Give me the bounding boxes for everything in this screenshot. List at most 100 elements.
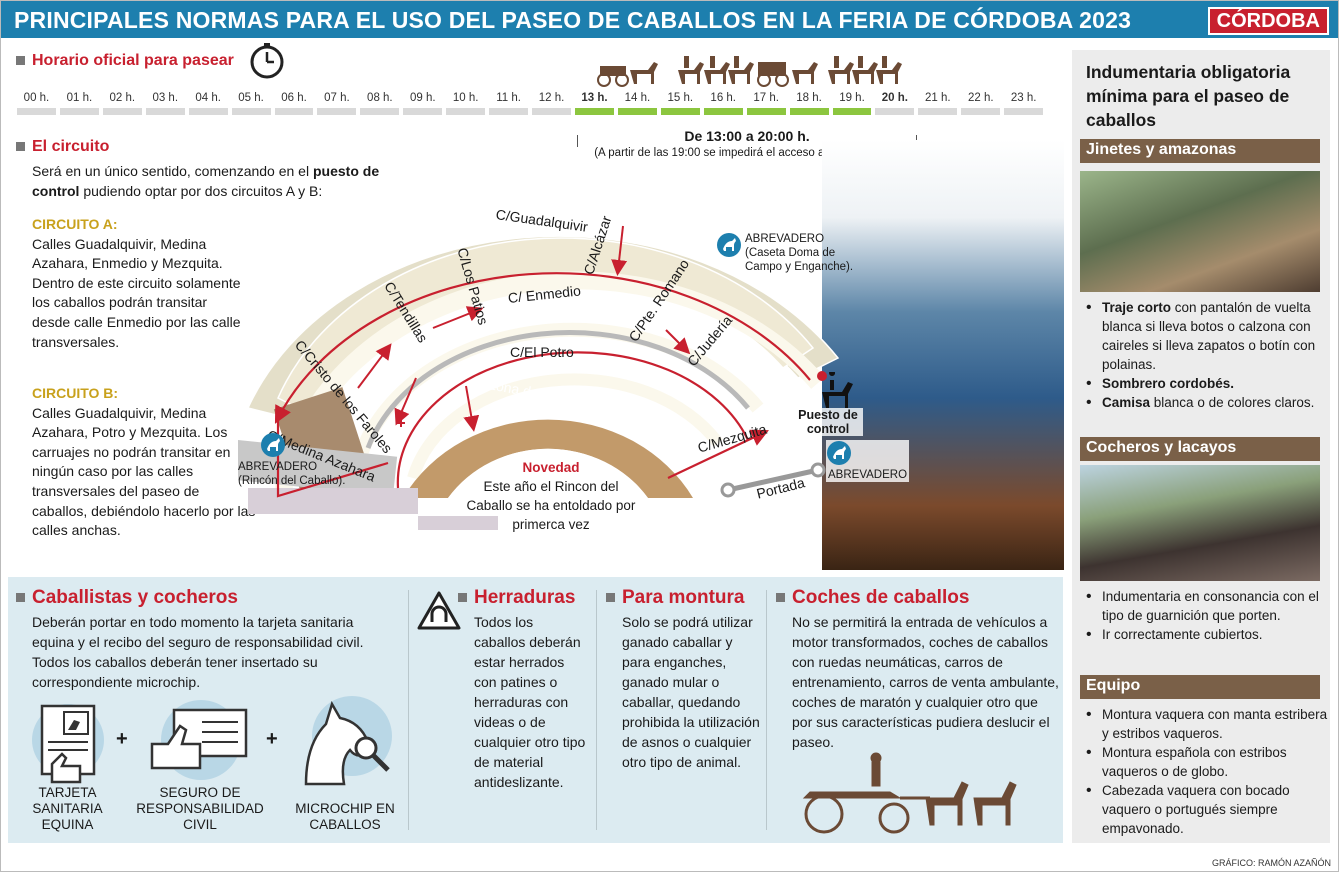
hour-label: 03 h. xyxy=(152,92,179,104)
hour-label: 17 h. xyxy=(753,92,779,104)
caballistas-title: Caballistas y cocheros xyxy=(16,587,238,609)
hour-bar xyxy=(961,108,1001,115)
hour-label: 05 h. xyxy=(238,92,264,104)
hour-slot: 19 h. xyxy=(831,92,874,115)
hour-slot: 22 h. xyxy=(959,92,1002,115)
hour-bar xyxy=(231,108,271,115)
hour-slot: 20 h. xyxy=(873,92,916,115)
hour-slot: 07 h. xyxy=(315,92,358,115)
hour-bar xyxy=(360,108,400,115)
equipo-item: Cabezada vaquera con bocado vaquero o po… xyxy=(1084,781,1328,838)
equipo-item: Montura vaquera con manta estribera y es… xyxy=(1084,705,1328,743)
circuit-b: CIRCUITO B: Calles Guadalquivir, Medina … xyxy=(32,384,257,541)
jinetes-photo xyxy=(1080,171,1320,292)
hour-label: 16 h. xyxy=(710,92,736,104)
jinetes-item-bold: Traje corto xyxy=(1102,300,1172,315)
jinetes-item: Sombrero cordobés. xyxy=(1084,374,1328,393)
jinetes-band: Jinetes y amazonas xyxy=(1080,139,1320,163)
hour-bar xyxy=(1004,108,1044,115)
hour-slot: 08 h. xyxy=(358,92,401,115)
circuit-b-text: Calles Guadalquivir, Medina Azahara, Pot… xyxy=(32,404,256,539)
novedad-block: Novedad Este año el Rincon del Caballo s… xyxy=(462,458,640,534)
abrevadero-portada-title: ABREVADERO xyxy=(828,469,908,481)
puesto-control-label: Puesto de control xyxy=(793,408,863,436)
divider xyxy=(596,590,597,830)
hour-bar xyxy=(317,108,357,115)
hour-slot: 11 h. xyxy=(487,92,530,115)
graphic-credit: GRÁFICO: RAMÓN AZAÑÓN xyxy=(1211,858,1331,868)
circuit-intro-1: Será en un único sentido, comenzando en … xyxy=(32,163,313,179)
abrevadero-rincon: ABREVADERO (Rincón del Caballo). xyxy=(238,432,345,488)
hour-label: 13 h. xyxy=(581,92,608,104)
divider xyxy=(766,590,767,830)
icon-label-insurance: SEGURO DE RESPONSABILIDAD CIVIL xyxy=(136,785,264,832)
hour-label: 08 h. xyxy=(367,92,393,104)
novedad-title: Novedad xyxy=(522,460,580,475)
hour-bar xyxy=(403,108,443,115)
circuit-intro: Será en un único sentido, comenzando en … xyxy=(32,162,392,201)
montura-title-text: Para montura xyxy=(622,587,745,608)
hour-label: 04 h. xyxy=(195,92,221,104)
hour-bar xyxy=(703,108,743,115)
circuit-map xyxy=(238,225,840,530)
hour-slot: 00 h. xyxy=(15,92,58,115)
jinetes-list: Traje corto con pantalón de vuelta blanc… xyxy=(1084,298,1328,412)
jinetes-item: Camisa blanca o de colores claros. xyxy=(1084,393,1328,412)
hour-label: 22 h. xyxy=(967,92,994,104)
hour-label: 12 h. xyxy=(538,92,565,104)
street-label: C/El Potro xyxy=(510,344,574,360)
herraduras-text: Todos los caballos deberán estar herrado… xyxy=(474,614,586,790)
cocheros-band: Cocheros y lacayos xyxy=(1080,437,1320,461)
herraduras-title-text: Herraduras xyxy=(474,587,576,608)
icon-label-card: TARJETA SANITARIA EQUINA xyxy=(32,785,103,832)
hour-slot: 04 h. xyxy=(187,92,230,115)
rider-photo xyxy=(822,140,1064,570)
hour-label: 11 h. xyxy=(496,92,521,104)
divider xyxy=(408,590,409,830)
hour-slot: 09 h. xyxy=(401,92,444,115)
horse-carriages-icon xyxy=(597,56,902,87)
hour-slot: 23 h. xyxy=(1002,92,1045,115)
hour-bar xyxy=(188,108,228,115)
hour-bar xyxy=(660,108,700,115)
hour-slot: 05 h. xyxy=(230,92,273,115)
hour-bar xyxy=(832,108,872,115)
hour-bar xyxy=(274,108,314,115)
hour-bar xyxy=(918,108,958,115)
range-label-block: De 13:00 a 20:00 h. (A partir de las 19:… xyxy=(577,128,917,160)
hours-timeline: 00 h.01 h.02 h.03 h.04 h.05 h.06 h.07 h.… xyxy=(15,92,1045,115)
hour-slot: 15 h. xyxy=(659,92,702,115)
horse-drinking-icon xyxy=(827,441,851,465)
hour-label: 07 h. xyxy=(324,92,350,104)
newspaper-logo: CÓRDOBA xyxy=(1207,7,1329,35)
hour-bar xyxy=(617,108,657,115)
horse-carriage-icon xyxy=(802,752,1017,834)
hour-label: 18 h. xyxy=(796,92,822,104)
equipo-list: Montura vaquera con manta estribera y es… xyxy=(1084,705,1328,838)
hour-bar xyxy=(746,108,786,115)
caballistas-text: Deberán portar en todo momento la tarjet… xyxy=(32,614,364,690)
abrevadero-caseta-sub: (Caseta Doma de Campo y Enganche). xyxy=(745,247,854,273)
clock-icon xyxy=(250,43,284,79)
hour-label: 21 h. xyxy=(925,92,951,104)
hour-label: 00 h. xyxy=(23,92,50,104)
horse-microchip-icon xyxy=(304,696,392,786)
coches-title: Coches de caballos xyxy=(776,587,969,609)
coches-title-text: Coches de caballos xyxy=(792,587,970,608)
hour-slot: 12 h. xyxy=(530,92,573,115)
hour-slot: 03 h. xyxy=(144,92,187,115)
hour-bar xyxy=(574,108,614,115)
hour-label: 10 h. xyxy=(452,92,479,104)
cocheros-item: Indumentaria en consonancia con el tipo … xyxy=(1084,587,1328,625)
hour-slot: 21 h. xyxy=(916,92,959,115)
hour-label: 23 h. xyxy=(1010,92,1037,104)
hour-slot: 02 h. xyxy=(101,92,144,115)
hour-label: 01 h. xyxy=(66,92,93,104)
hour-slot: 17 h. xyxy=(745,92,788,115)
jinetes-item-bold: Camisa xyxy=(1102,395,1151,410)
abrevadero-portada: ABREVADERO xyxy=(826,440,910,482)
hour-slot: 14 h. xyxy=(616,92,659,115)
hour-slot: 13 h. xyxy=(573,92,616,115)
plus-sign: + xyxy=(116,728,128,750)
montura-title: Para montura xyxy=(606,587,744,609)
